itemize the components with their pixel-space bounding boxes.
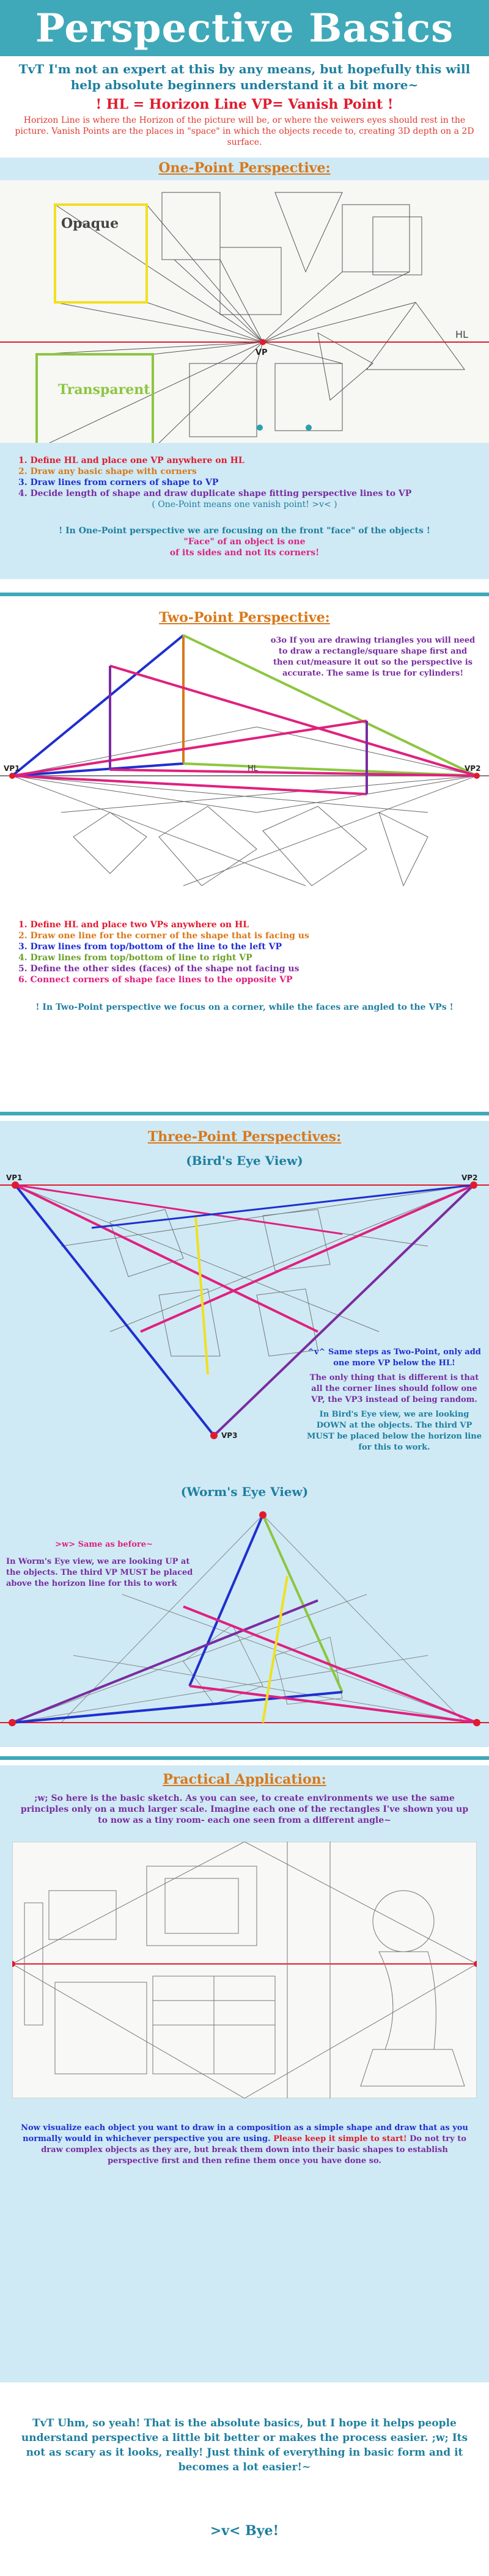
worms-eye-notes: >w> Same as before~ In Worm's Eye view, … xyxy=(6,1539,202,1589)
vp1-label: VP1 xyxy=(4,764,20,773)
birds-eye-notes: ^v^ Same steps as Two-Point, only add on… xyxy=(306,1347,483,1453)
two-point-title: Two-Point Perspective: xyxy=(159,610,330,626)
practical-body-b: Please keep it simple to start! xyxy=(273,2134,407,2144)
practical-intro: ;w; So here is the basic sketch. As you … xyxy=(20,1793,469,1825)
closing-text: TvT Uhm, so yeah! That is the absolute b… xyxy=(21,2417,468,2473)
worms-eye-title: (Worm's Eye View) xyxy=(180,1484,309,1499)
birds-eye-title: (Bird's Eye View) xyxy=(186,1153,303,1168)
intro-lead: TvT I'm not an expert at this by any mea… xyxy=(18,62,471,92)
divider xyxy=(0,1756,489,1760)
two-point-steps: 1. Define HL and place two VPs anywhere … xyxy=(18,919,309,985)
one-point-note-3: of its sides and not its corners! xyxy=(169,548,320,558)
tp-step-4: 4. Draw lines from top/bottom of line to… xyxy=(18,953,252,963)
three-point-title: Three-Point Perspectives: xyxy=(147,1129,342,1145)
birds-note-2: The only thing that is different is that… xyxy=(309,1373,479,1404)
birds-note-3: In Bird's Eye view, we are looking DOWN … xyxy=(307,1410,482,1452)
step-3: 3. Draw lines from corners of shape to V… xyxy=(18,478,219,487)
worms-note-1: >w> Same as before~ xyxy=(55,1540,153,1549)
one-point-title: One-Point Perspective: xyxy=(158,160,331,176)
vp2-label: VP2 xyxy=(465,764,480,773)
title-banner: Perspective Basics xyxy=(0,0,489,56)
one-point-note-2: "Face" of an object is one xyxy=(183,537,306,547)
one-point-note-1: ! In One-Point perspective we are focusi… xyxy=(59,526,430,536)
page-title: Perspective Basics xyxy=(35,5,454,51)
step-2: 2. Draw any basic shape with corners xyxy=(18,467,197,476)
bird-vp2-label: VP2 xyxy=(461,1173,477,1182)
two-point-illustration: VP1 VP2 HL xyxy=(0,634,489,887)
birds-eye-illustration: VP1 VP2 VP3 xyxy=(0,1173,489,1440)
tp-step-6: 6. Connect corners of shape face lines t… xyxy=(18,975,293,985)
definitions-explanation: Horizon Line is where the Horizon of the… xyxy=(15,115,474,147)
one-point-note: ! In One-Point perspective we are focusi… xyxy=(12,525,477,558)
worms-note-2: In Worm's Eye view, we are looking UP at… xyxy=(6,1557,193,1588)
practical-body: Now visualize each object you want to dr… xyxy=(18,2123,471,2167)
intro-block: TvT I'm not an expert at this by any mea… xyxy=(12,61,477,148)
two-point-hl-label: HL xyxy=(248,764,259,773)
step-4: 4. Decide length of shape and draw dupli… xyxy=(18,489,412,498)
hl-label: HL xyxy=(455,329,468,340)
tp-step-1: 1. Define HL and place two VPs anywhere … xyxy=(18,920,249,930)
opaque-label: Opaque xyxy=(61,216,119,232)
one-point-steps: 1. Define HL and place one VP anywhere o… xyxy=(18,455,471,510)
transparent-label: Transparent xyxy=(58,382,150,398)
step-1: 1. Define HL and place one VP anywhere o… xyxy=(18,456,244,465)
bird-vp3-label: VP3 xyxy=(221,1431,237,1440)
definitions-line: ! HL = Horizon Line VP= Vanish Point ! xyxy=(95,97,394,112)
tp-step-3: 3. Draw lines from top/bottom of the lin… xyxy=(18,942,282,952)
vp-label: VP xyxy=(256,348,268,357)
three-point-panel xyxy=(0,1121,489,1747)
practical-sketch xyxy=(12,1842,477,2098)
divider xyxy=(0,593,489,596)
practical-body-c: Do not try to draw complex objects as th… xyxy=(41,2134,466,2166)
divider xyxy=(0,1112,489,1115)
two-point-panel xyxy=(0,602,489,1103)
bye-text: >v< Bye! xyxy=(210,2523,279,2539)
two-point-tip: o3o If you are drawing triangles you wil… xyxy=(270,636,476,678)
worms-eye-illustration xyxy=(0,1511,489,1726)
tp-step-5: 5. Define the other sides (faces) of the… xyxy=(18,964,300,974)
step-note: ( One-Point means one vanish point! >v< … xyxy=(152,500,337,509)
birds-note-1: ^v^ Same steps as Two-Point, only add on… xyxy=(307,1348,481,1368)
two-point-note: ! In Two-Point perspective we focus on a… xyxy=(35,1002,454,1012)
one-point-illustration: Opaque Transparent HL VP xyxy=(0,180,489,443)
bird-vp1-label: VP1 xyxy=(6,1173,22,1182)
tp-step-2: 2. Draw one line for the corner of the s… xyxy=(18,931,309,941)
practical-body-a: Now visualize each object you want to dr… xyxy=(21,2123,468,2144)
practical-title: Practical Application: xyxy=(163,1771,326,1787)
